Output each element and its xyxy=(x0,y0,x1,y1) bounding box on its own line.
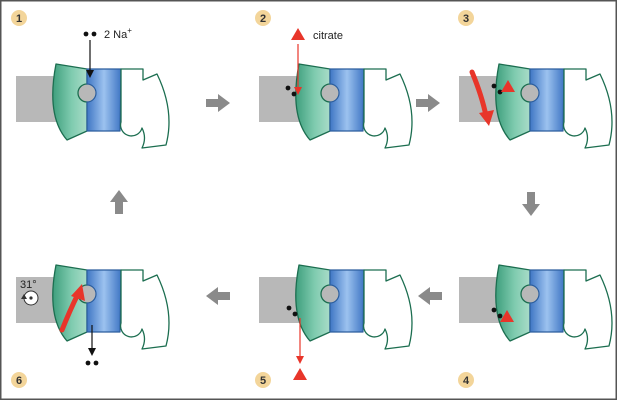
citrate-triangle-icon xyxy=(293,368,307,380)
transporter-unit-1 xyxy=(15,63,170,149)
transporter-unit-4 xyxy=(458,264,613,350)
step-1-badge: 1 xyxy=(11,10,27,26)
flow-arrow-icon xyxy=(206,287,230,305)
bound-sodium-icon xyxy=(286,305,298,317)
sodium-ion-icon xyxy=(83,31,97,37)
bound-sodium-icon xyxy=(491,307,503,319)
transporter-unit-5 xyxy=(258,264,413,350)
citrate-entry-arrow xyxy=(294,44,302,95)
flow-arrow-icon xyxy=(206,94,230,112)
step-6-panel: 6 31° xyxy=(11,264,170,388)
transporter-unit-2 xyxy=(258,63,413,149)
citrate-label: citrate xyxy=(313,30,343,42)
step-4-number: 4 xyxy=(463,375,470,387)
flow-arrow-icon xyxy=(416,94,440,112)
sodium-release-arrow xyxy=(88,325,96,356)
rotation-arrow-icon xyxy=(469,69,494,126)
step-6-badge: 6 xyxy=(11,372,27,388)
step-5-number: 5 xyxy=(260,375,266,387)
step-2-panel: 2 citrate xyxy=(255,10,413,149)
sodium-entry-arrow xyxy=(86,40,94,78)
step-5-badge: 5 xyxy=(255,372,271,388)
step-4-panel: 4 xyxy=(458,264,613,388)
rotation-arrow-icon xyxy=(59,284,85,333)
step-3-number: 3 xyxy=(463,13,469,25)
citrate-triangle-icon xyxy=(291,28,305,40)
step-2-badge: 2 xyxy=(255,10,271,26)
citrate-triangle-icon xyxy=(500,310,514,322)
bound-sodium-icon xyxy=(491,83,503,95)
bound-sodium-icon xyxy=(285,85,297,97)
flow-arrow-icon xyxy=(110,190,128,214)
sodium-ion-icon xyxy=(85,360,99,366)
citrate-triangle-icon xyxy=(501,80,515,92)
flow-arrow-icon xyxy=(522,192,540,216)
step-4-badge: 4 xyxy=(458,372,474,388)
step-6-number: 6 xyxy=(16,375,22,387)
step-1-number: 1 xyxy=(16,13,22,25)
citrate-release-arrow xyxy=(296,318,304,364)
flow-arrow-icon xyxy=(418,287,442,305)
sodium-label: 2 Na+ xyxy=(104,26,132,41)
step-5-panel: 5 xyxy=(255,264,413,388)
rotation-axis-icon xyxy=(21,290,39,306)
rotation-angle-label: 31° xyxy=(20,279,37,291)
step-3-badge: 3 xyxy=(458,10,474,26)
step-2-number: 2 xyxy=(260,13,266,25)
step-1-panel: 1 2 Na+ xyxy=(11,10,170,149)
step-3-panel: 3 xyxy=(458,10,613,149)
